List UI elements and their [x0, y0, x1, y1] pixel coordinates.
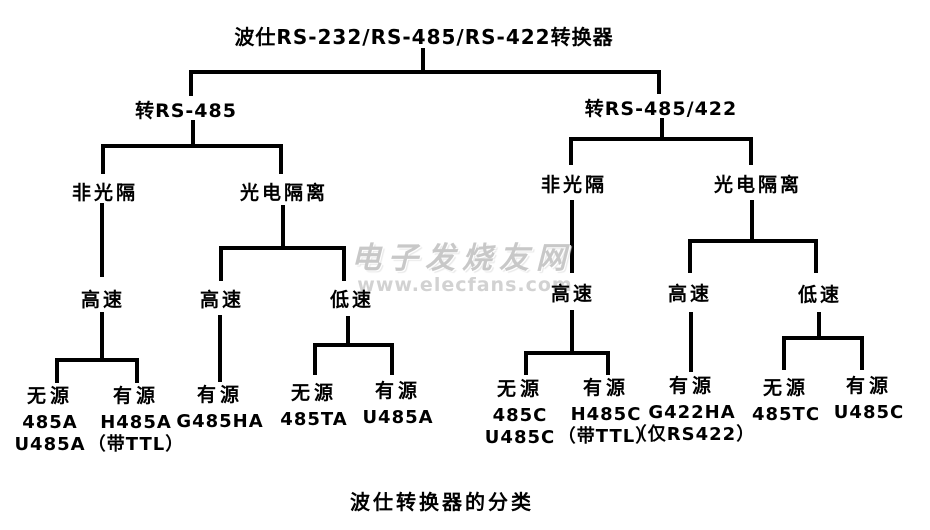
connector-line — [570, 310, 574, 355]
model-label: 485TA — [280, 409, 348, 430]
leaf-right-noniso-active: 有源 H485C （带TTL） — [558, 377, 654, 448]
connector-line — [390, 343, 394, 375]
node-right-isolated: 光电隔离 — [713, 174, 803, 196]
connector-line — [660, 118, 664, 141]
connector-line — [569, 137, 753, 141]
leaf-category-label: 无源 — [496, 378, 543, 400]
connector-line — [750, 200, 754, 243]
connector-line — [688, 239, 818, 243]
connector-line — [313, 343, 394, 347]
connector-line — [606, 351, 610, 375]
leaf-category-label: 有源 — [582, 377, 630, 399]
connector-line — [189, 70, 193, 96]
node-left-iso-high-speed: 高速 — [199, 289, 245, 311]
model-label: U485A — [14, 434, 86, 455]
leaf-category-label: 有源 — [374, 380, 421, 402]
model-label: G422HA — [648, 402, 736, 423]
connector-line — [55, 358, 59, 383]
node-right-iso-high-speed: 高速 — [667, 283, 713, 305]
model-label: H485A — [100, 412, 172, 433]
connector-line — [657, 70, 661, 94]
model-label: （带TTL） — [557, 426, 655, 447]
node-left-iso-low-speed: 低速 — [329, 289, 375, 311]
watermark-site-name: 电子发烧友网 — [351, 241, 573, 276]
leaf-category-label: 无源 — [762, 377, 809, 399]
connector-line — [524, 351, 528, 375]
connector-line — [218, 315, 222, 382]
model-label: U485C — [484, 427, 556, 448]
connector-line — [342, 246, 346, 281]
leaf-right-iso-high-active: 有源 G422HA （仅RS422） — [629, 375, 755, 446]
leaf-category-label: 有源 — [668, 375, 715, 397]
leaf-right-noniso-passive: 无源 485C U485C — [485, 378, 555, 449]
connector-line — [219, 246, 223, 281]
connector-line — [749, 137, 753, 165]
leaf-category-label: 有源 — [112, 385, 160, 407]
connector-line — [814, 239, 818, 273]
connector-line — [135, 358, 139, 383]
connector-line — [191, 120, 195, 146]
diagram-root-title: 波仕RS-232/RS-485/RS-422转换器 — [234, 25, 614, 49]
model-label: 485C — [492, 405, 548, 426]
connector-line — [421, 48, 425, 72]
connector-line — [219, 246, 346, 250]
leaf-left-iso-high-active: 有源 G485HA — [176, 384, 263, 433]
node-right-noniso-high-speed: 高速 — [550, 283, 596, 305]
connector-line — [101, 144, 283, 148]
diagram-caption: 波仕转换器的分类 — [350, 490, 534, 514]
leaf-right-iso-low-active: 有源 U485C — [834, 375, 904, 424]
leaf-left-iso-low-passive: 无源 485TA — [280, 382, 347, 431]
connector-line — [100, 203, 104, 277]
model-label: U485C — [833, 402, 905, 423]
leaf-category-label: 有源 — [845, 375, 892, 397]
connector-line — [55, 358, 139, 362]
connector-line — [570, 200, 574, 273]
node-right-iso-low-speed: 低速 — [797, 284, 843, 306]
connector-line — [860, 336, 864, 370]
leaf-left-iso-low-active: 有源 U485A — [362, 380, 433, 429]
connector-line — [782, 336, 786, 370]
model-label: 485A — [22, 412, 78, 433]
node-left-branch: 转RS-485 — [135, 100, 237, 122]
connector-line — [524, 351, 610, 355]
model-label: （仅RS422） — [628, 424, 756, 445]
connector-line — [279, 144, 283, 174]
leaf-category-label: 无源 — [290, 382, 338, 404]
connector-line — [100, 312, 104, 362]
leaf-left-noniso-active: 有源 H485A （带TTL） — [88, 385, 184, 456]
connector-line — [101, 144, 105, 174]
connector-line — [313, 343, 317, 375]
node-left-non-isolated: 非光隔 — [71, 182, 139, 204]
connector-line — [346, 316, 350, 347]
leaf-category-label: 有源 — [196, 384, 243, 406]
connector-line — [281, 205, 285, 250]
node-right-branch: 转RS-485/422 — [584, 98, 738, 120]
connector-line — [688, 239, 692, 273]
model-label: H485C — [570, 404, 642, 425]
connector-line — [189, 70, 661, 74]
model-label: （带TTL） — [87, 434, 185, 455]
node-left-noniso-high-speed: 高速 — [80, 289, 126, 311]
connector-line — [689, 312, 693, 372]
connector-line — [817, 312, 821, 340]
node-right-non-isolated: 非光隔 — [540, 174, 608, 196]
node-left-isolated: 光电隔离 — [239, 182, 329, 204]
model-label: U485A — [362, 407, 434, 428]
model-label: 485TC — [751, 404, 821, 425]
watermark-site-url: www.elecfans.com — [357, 274, 573, 296]
connector-line — [782, 336, 864, 340]
model-label: G485HA — [176, 411, 264, 432]
leaf-left-noniso-passive: 无源 485A U485A — [14, 385, 85, 456]
connector-line — [569, 137, 573, 165]
leaf-category-label: 无源 — [26, 385, 73, 407]
leaf-right-iso-low-passive: 无源 485TC — [752, 377, 820, 426]
